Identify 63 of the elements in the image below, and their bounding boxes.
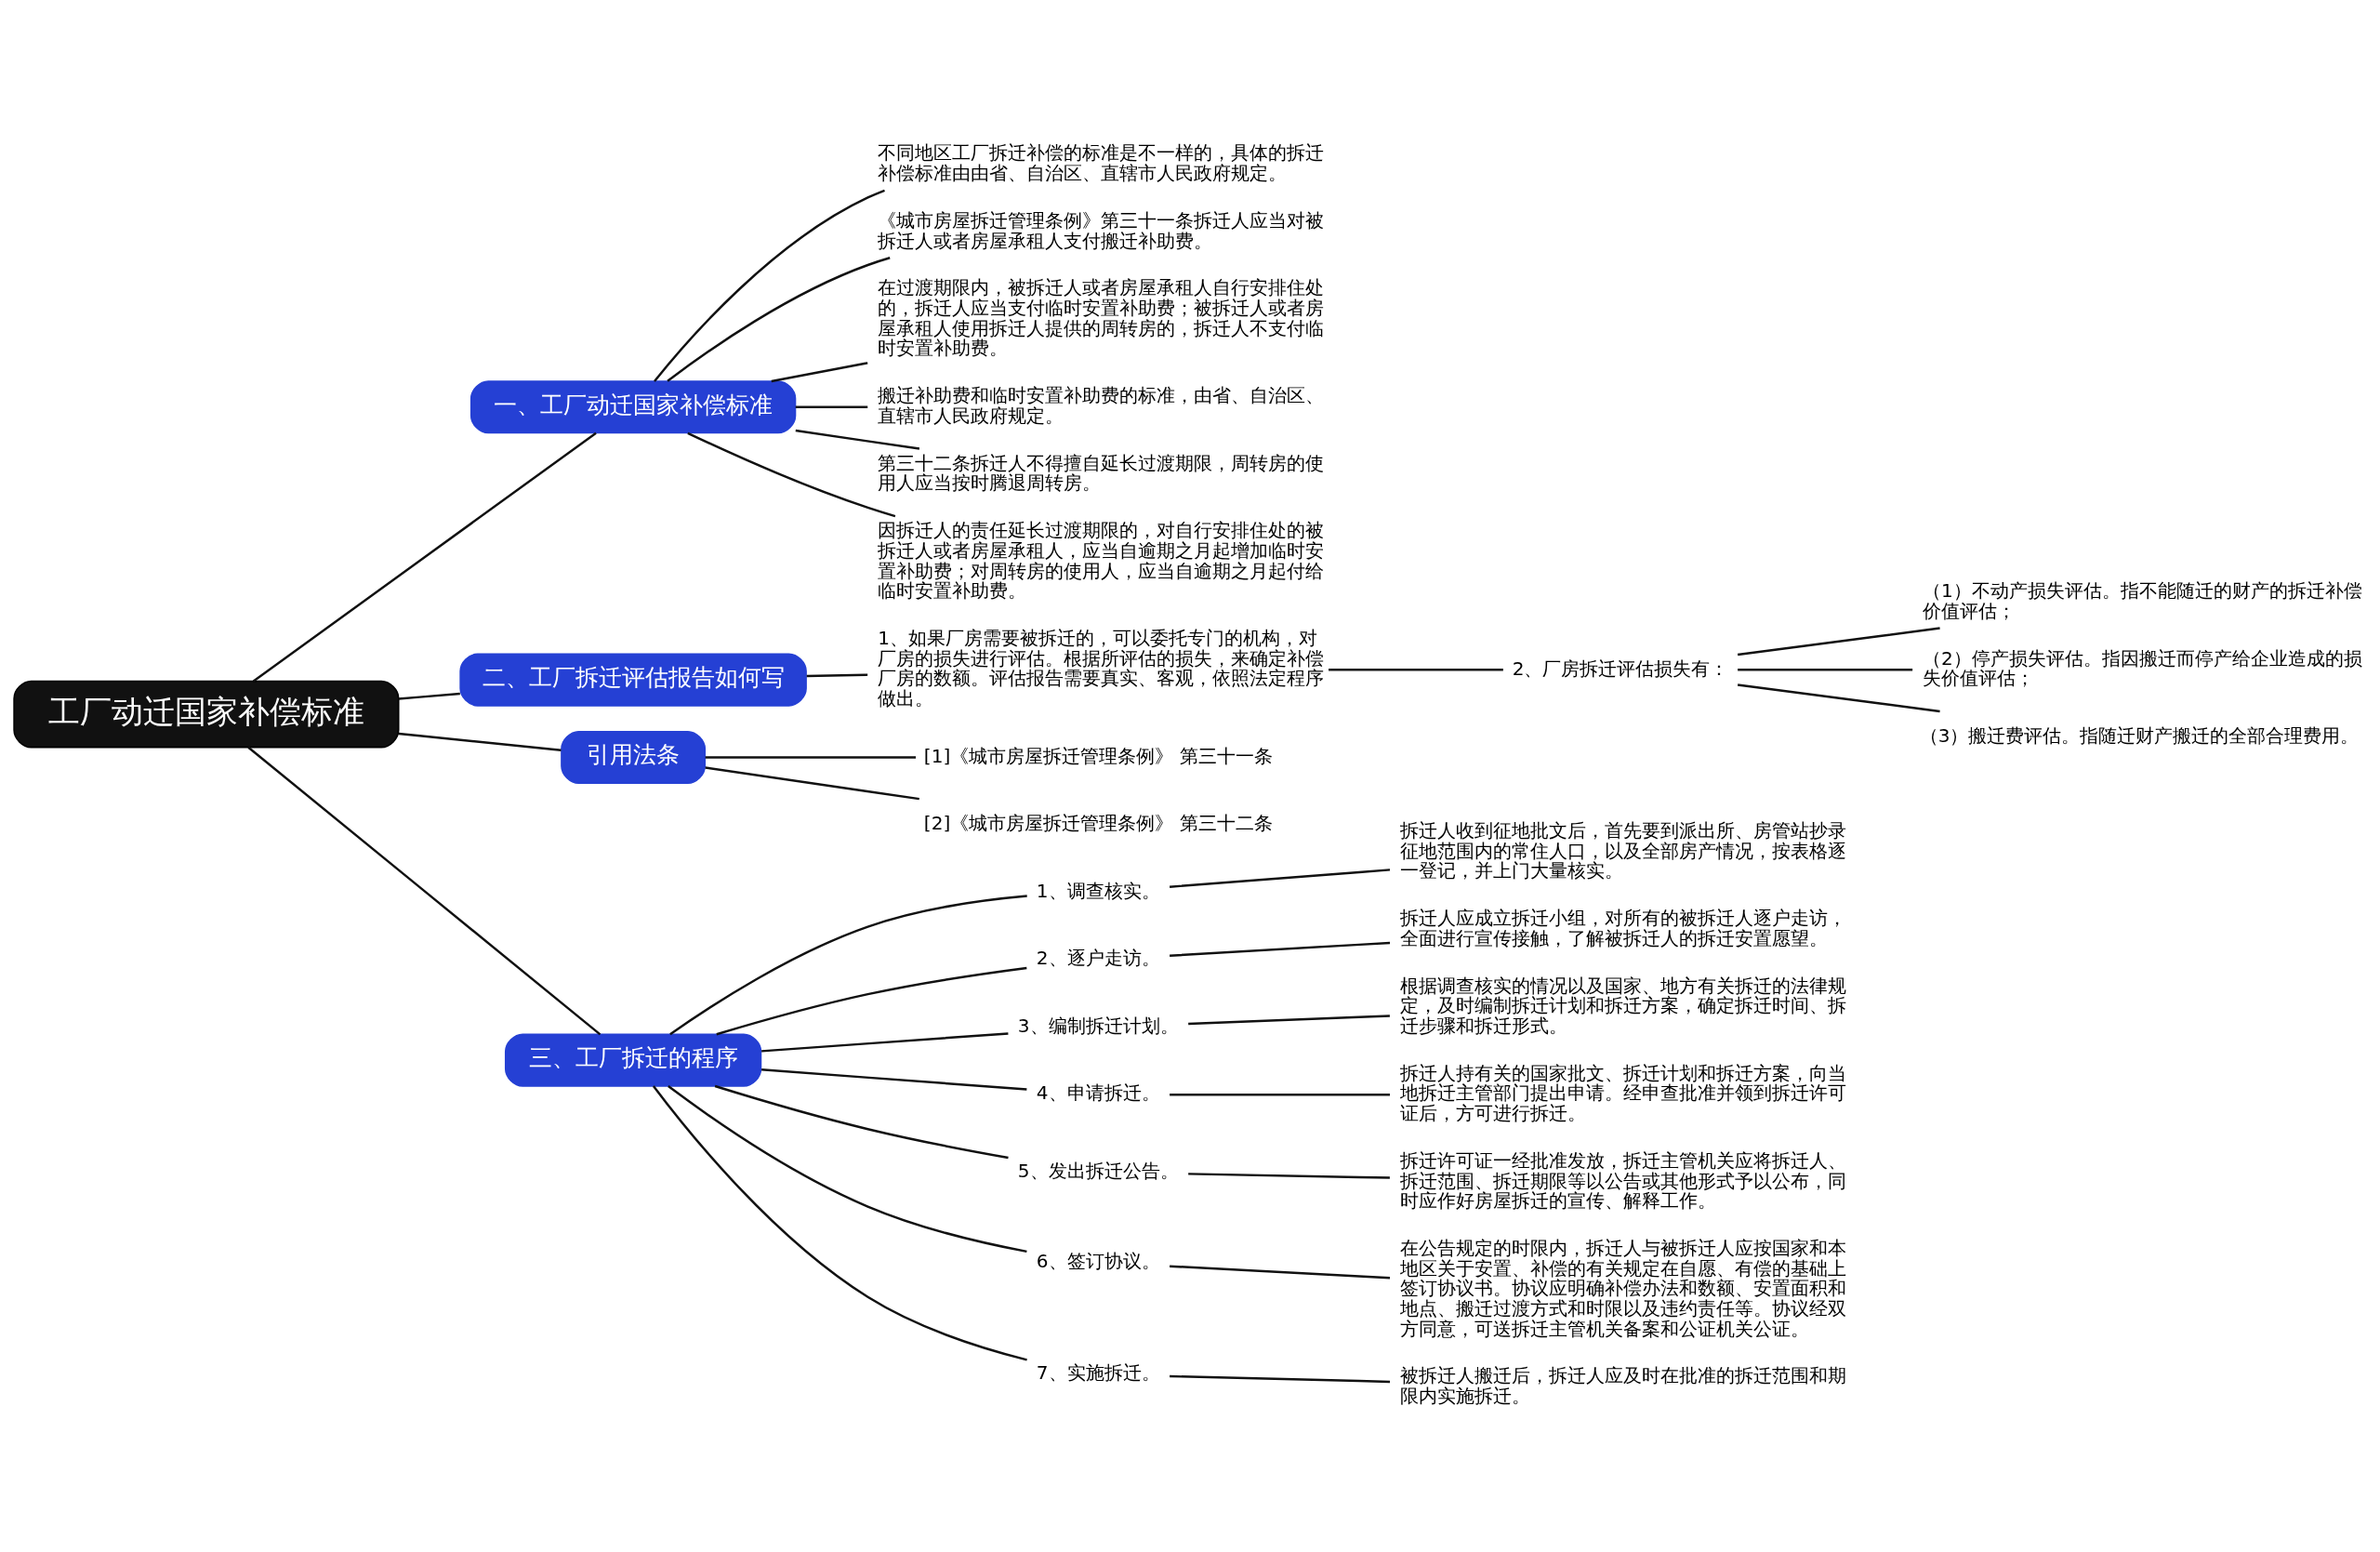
connector <box>1737 627 1940 657</box>
connector <box>1170 1265 1391 1280</box>
connector <box>687 431 896 518</box>
connector <box>252 431 597 683</box>
connector <box>654 189 885 382</box>
node-text: 在公告规定的时限内，拆迁人与被拆迁人应按国家和本地区关于安置、补偿的有关规定在自愿、有偿的基础上签订协议书。协议应明确补偿办法和数额、安置面积和地点、搬迁过渡方式和时限以及违约责任等。协议经双方同意，可送拆迁主管机关备案和公证机关公证。 <box>1400 1237 1847 1340</box>
node-text: 在过渡期限内，被拆迁人或者房屋承租人自行安排住处的，拆迁人应当支付临时安置补助费；被拆迁人或者房屋承租人使用拆迁人提供的周转房的，拆迁人不支付临时安置补助费。 <box>878 276 1325 360</box>
node-text: （2）停产损失评估。指因搬迁而停产给企业造成的损失价值评估； <box>1922 646 2362 690</box>
node-box: 一、工厂动迁国家补偿标准 <box>469 380 797 434</box>
node-box: 二、工厂拆迁评估报告如何写 <box>459 653 807 707</box>
connector <box>795 429 920 450</box>
node-box: 三、工厂拆迁的程序 <box>504 1033 762 1087</box>
connector <box>705 756 917 759</box>
node-text: [2]《城市房屋拆迁管理条例》 第三十二条 <box>923 812 1273 835</box>
connector <box>705 766 919 801</box>
node-text: [1]《城市房屋拆迁管理条例》 第三十一条 <box>923 744 1273 767</box>
connector <box>1170 1093 1391 1096</box>
connector <box>1170 869 1391 888</box>
node-text: 拆迁人持有关的国家批文、拆迁计划和拆迁方案，向当地拆迁主管部门提出申请。经申查批准并领到拆迁许可证后，方可进行拆迁。 <box>1400 1061 1847 1125</box>
node-box: 引用法条 <box>561 730 707 784</box>
connector <box>398 732 562 751</box>
connector <box>1170 941 1391 957</box>
node-text: 不同地区工厂拆迁补偿的标准是不一样的，具体的拆迁补偿标准由由省、自治区、直辖市人民政府规定。 <box>878 141 1325 185</box>
connector <box>714 1084 1009 1160</box>
connector <box>761 1068 1027 1091</box>
node-text: （3）搬迁费评估。指随迁财产搬迁的全部合理费用。 <box>1919 724 2360 748</box>
node-text: 1、如果厂房需要被拆迁的，可以委托专门的机构，对厂房的损失进行评估。根据所评估的损失，来确定补偿厂房的数额。评估报告需要真实、客观，依照法定程序做出。 <box>878 627 1325 710</box>
connector <box>795 405 868 409</box>
connector <box>1738 669 1913 671</box>
node-box: 工厂动迁国家补偿标准 <box>13 680 400 749</box>
connector <box>806 673 868 678</box>
connector <box>398 692 460 700</box>
connector <box>1188 1173 1390 1179</box>
node-text: 5、发出拆迁公告。 <box>1017 1159 1179 1182</box>
node-text: 因拆迁人的责任延长过渡期限的，对自行安排住处的被拆迁人或者房屋承租人，应当自逾期之月起增加临时安置补助费；对周转房的使用人，应当自逾期之月起付给临时安置补助费。 <box>878 519 1325 603</box>
connector <box>652 1085 1027 1361</box>
node-text: 拆迁人收到征地批文后，首先要到派出所、房管站抄录征地范围内的常住人口，以及全部房产情况，按表格逐一登记，并上门大量核实。 <box>1400 818 1847 882</box>
connector <box>1737 683 1940 713</box>
node-text: 2、逐户走访。 <box>1036 947 1160 970</box>
connector <box>1329 669 1503 671</box>
node-text: 3、编制拆迁计划。 <box>1017 1014 1179 1037</box>
node-text: 被拆迁人搬迁后，拆迁人应及时在批准的拆迁范围和期限内实施拆迁。 <box>1400 1364 1847 1408</box>
connector <box>771 362 868 383</box>
node-text: （1）不动产损失评估。指不能随迁的财产的拆迁补偿价值评估； <box>1922 579 2362 622</box>
connector <box>667 257 891 382</box>
node-text: 拆迁许可证一经批准发放，拆迁主管机关应将拆迁人、拆迁范围、拆迁期限等以公告或其他形式予以公布，同时应作好房屋拆迁的宣传、解释工作。 <box>1400 1148 1847 1213</box>
connector <box>761 1032 1009 1053</box>
node-text: 4、申请拆迁。 <box>1036 1081 1160 1105</box>
node-text: 搬迁补助费和临时安置补助费的标准，由省、自治区、直辖市人民政府规定。 <box>878 384 1325 427</box>
connector <box>669 895 1027 1036</box>
connector <box>247 746 602 1036</box>
node-text: 根据调查核实的情况以及国家、地方有关拆迁的法律规定，及时编制拆迁计划和拆迁方案，确定拆迁时间、拆迁步骤和拆迁形式。 <box>1400 974 1847 1037</box>
connector <box>716 966 1027 1036</box>
node-text: 1、调查核实。 <box>1036 879 1160 902</box>
node-text: 6、签订协议。 <box>1036 1250 1160 1272</box>
node-text: 2、厂房拆迁评估损失有： <box>1512 657 1729 680</box>
connector <box>1170 1374 1391 1384</box>
node-text: 拆迁人应成立拆迁小组，对所有的被拆迁人逐户走访，全面进行宣传接触，了解被拆迁人的拆迁安置愿望。 <box>1400 907 1847 949</box>
connector <box>668 1085 1027 1254</box>
node-text: 7、实施拆迁。 <box>1036 1361 1160 1385</box>
node-text: 第三十二条拆迁人不得擅自延长过渡期限，周转房的使用人应当按时腾退周转房。 <box>878 451 1325 495</box>
connector <box>1188 1015 1390 1026</box>
node-text: 《城市房屋拆迁管理条例》第三十一条拆迁人应当对被拆迁人或者房屋承租人支付搬迁补助费。 <box>878 208 1325 252</box>
